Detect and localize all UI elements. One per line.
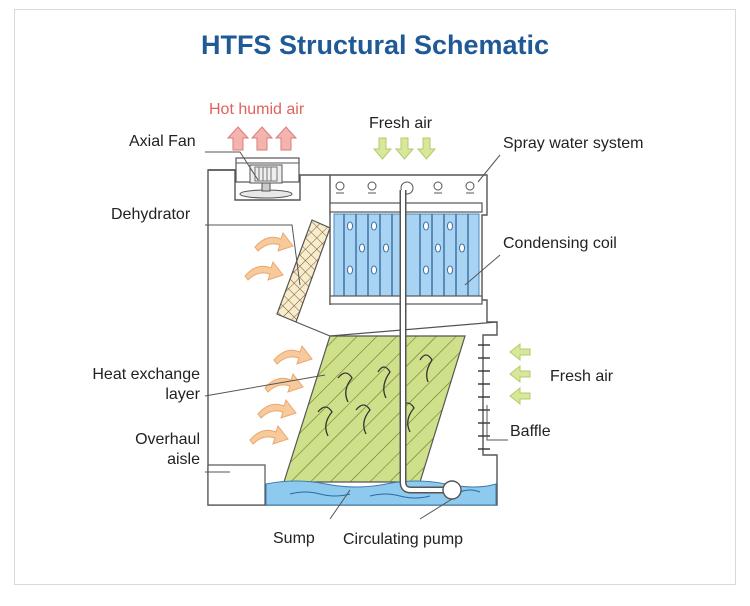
label-dehydrator: Dehydrator [111, 206, 191, 223]
fresh-air-top-arrows [372, 137, 437, 160]
label-baffle: Baffle [510, 423, 551, 440]
warm-air-arrows [244, 231, 313, 445]
label-overhaul-line2: aisle [167, 451, 200, 468]
label-condensing-coil: Condensing coil [503, 235, 617, 252]
label-fresh-air-top: Fresh air [369, 115, 433, 132]
axial-fan [235, 157, 300, 199]
overhaul-aisle [207, 464, 266, 506]
label-circulating-pump: Circulating pump [343, 531, 464, 548]
sump-water [265, 480, 497, 506]
diagram-title: HTFS Structural Schematic [200, 30, 550, 60]
label-fresh-air-side: Fresh air [550, 368, 614, 385]
label-axial-fan: Axial Fan [129, 133, 196, 150]
label-hot-humid-air: Hot humid air [209, 101, 305, 118]
housing-outline [207, 169, 498, 506]
label-spray-water-system: Spray water system [503, 135, 644, 152]
fresh-air-side-arrows [509, 342, 531, 406]
label-overhaul-line1: Overhaul [135, 431, 200, 448]
baffle-louvers [478, 344, 490, 450]
spray-nozzles [335, 181, 475, 195]
label-heat-exchange-line1: Heat exchange [92, 366, 200, 383]
circulating-pump-pipe [399, 190, 462, 500]
hot-air-arrows [226, 126, 298, 151]
label-heat-exchange-line2: layer [165, 386, 200, 403]
label-sump: Sump [273, 530, 315, 547]
